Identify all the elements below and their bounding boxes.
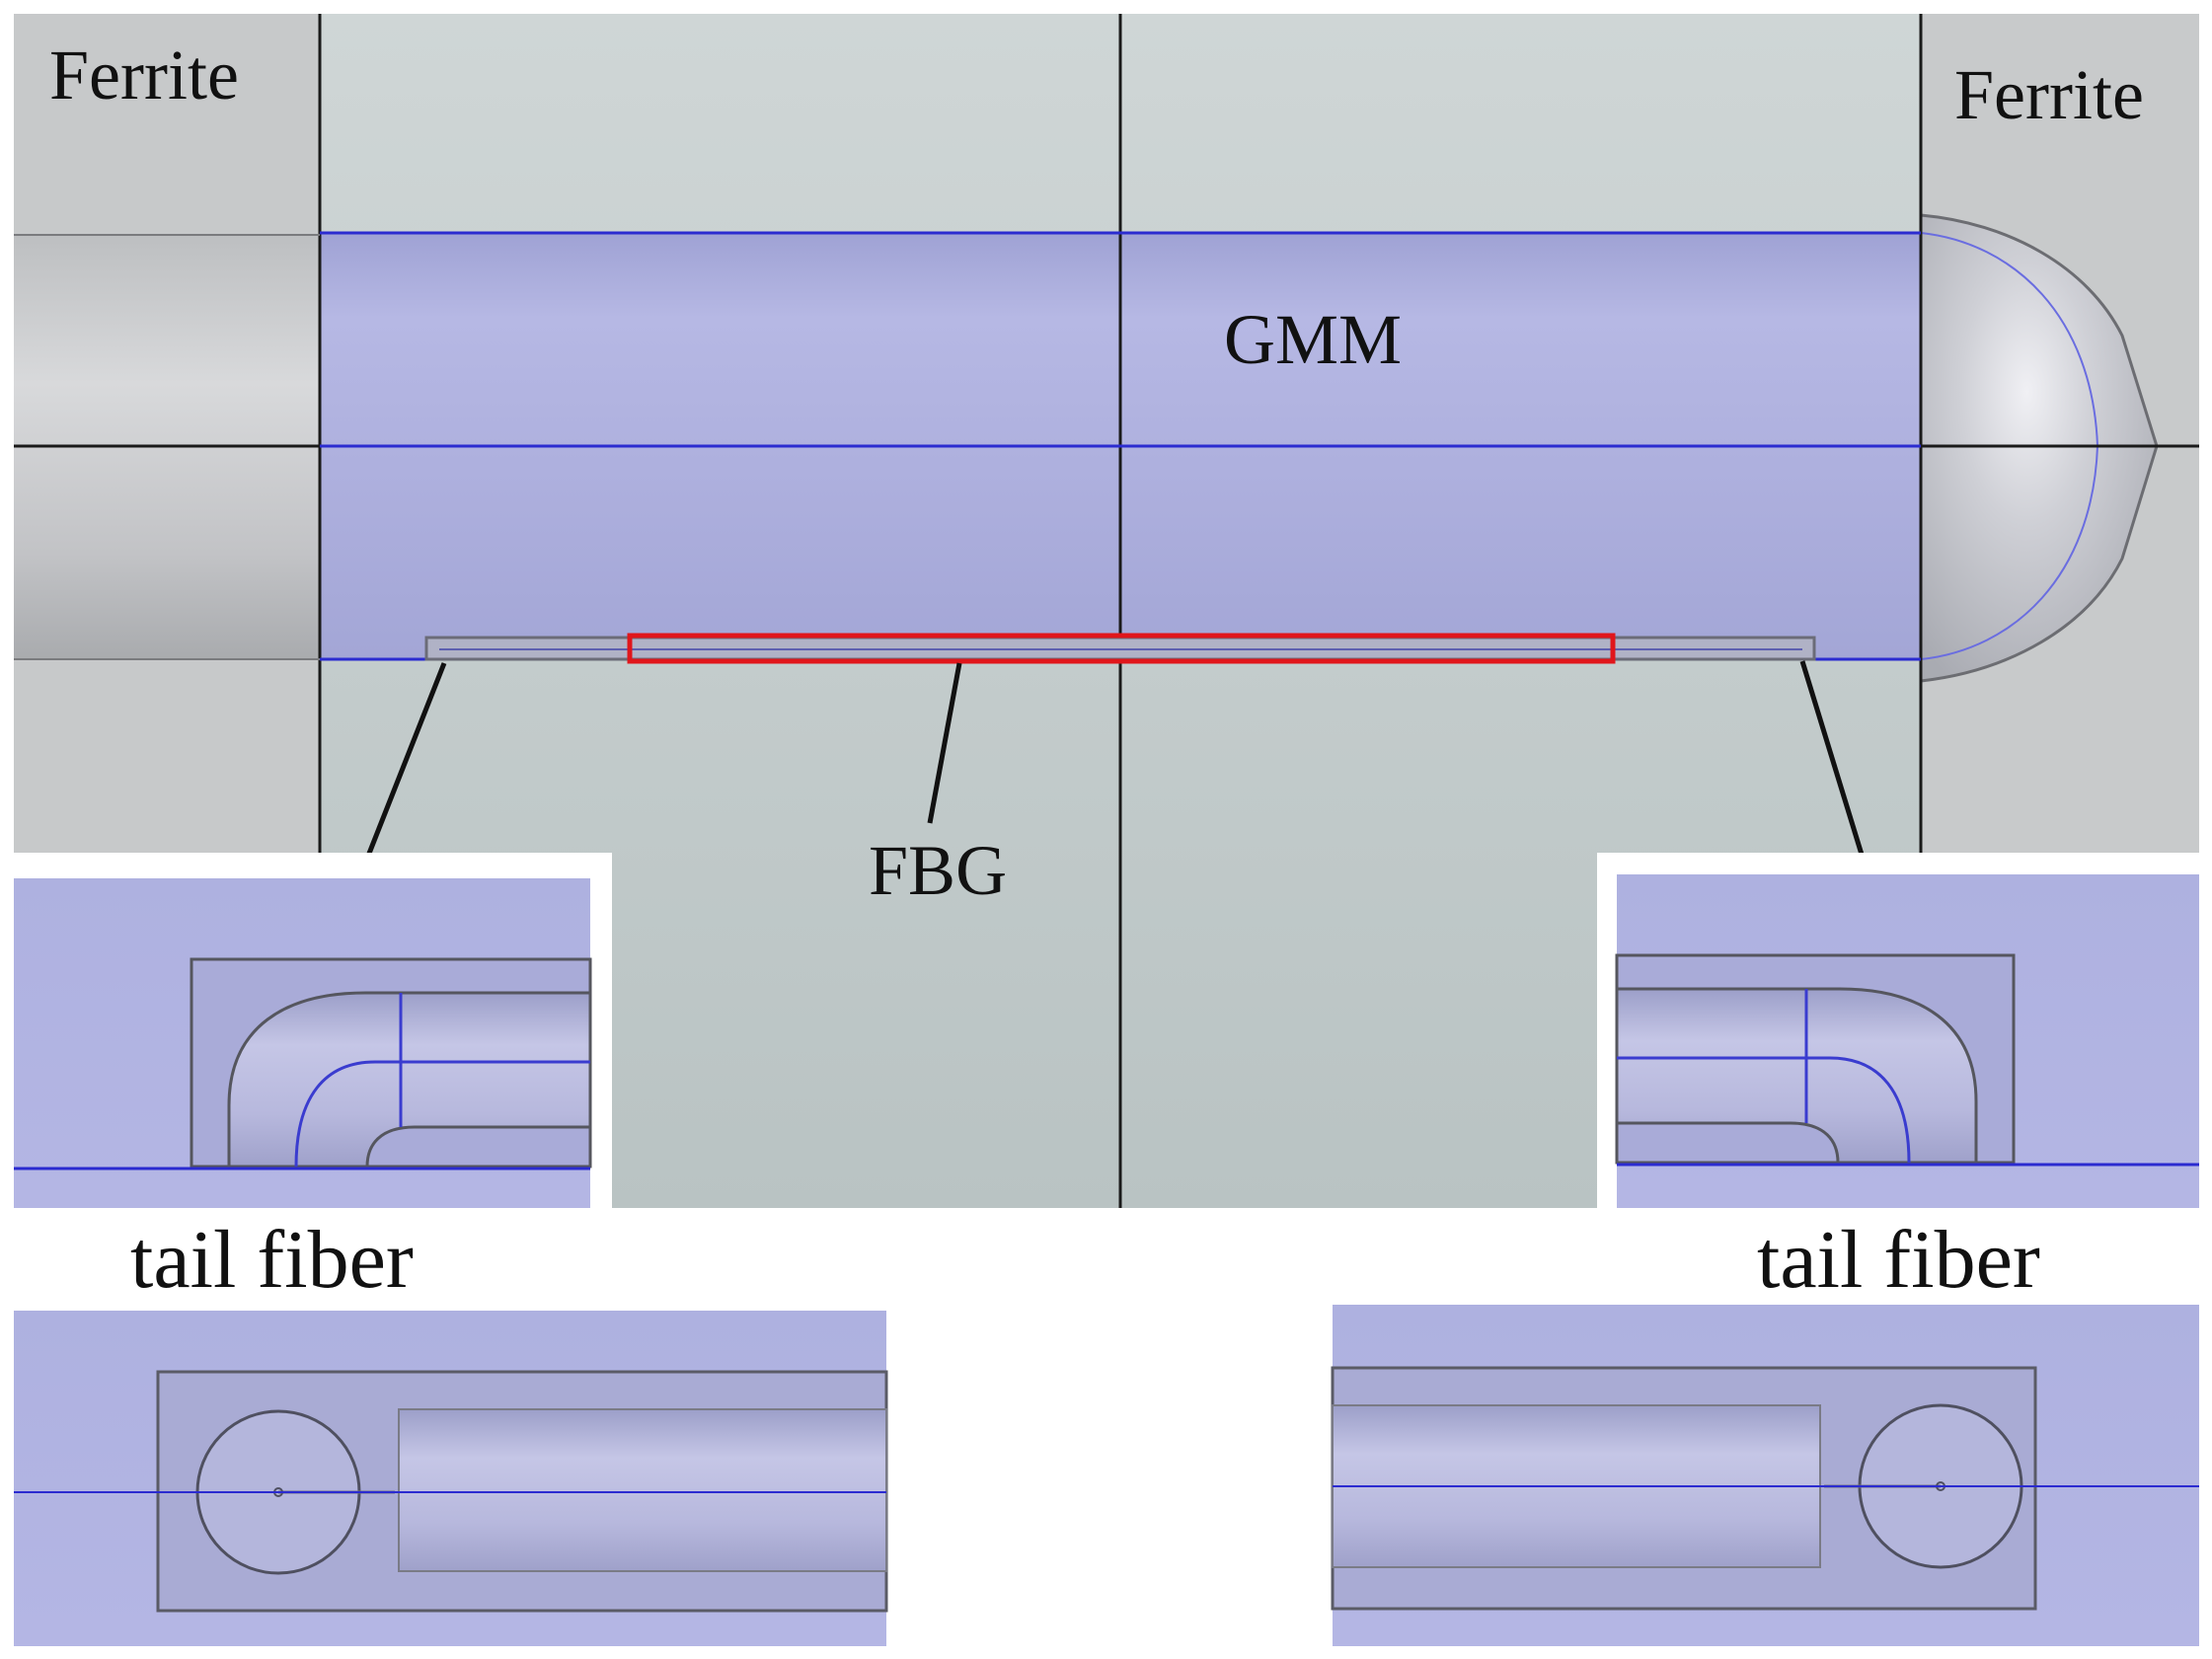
model-view: Ferrite Ferrite GMM FBG bbox=[14, 14, 2199, 1208]
inset-left-tube bbox=[227, 991, 592, 1169]
fbg-highlight-box bbox=[627, 633, 1616, 664]
inset-right-tube bbox=[1615, 987, 1978, 1165]
label-gmm: GMM bbox=[1224, 300, 1402, 379]
gmm-end-cap bbox=[1919, 213, 2159, 683]
inset-right-tube-core bbox=[1617, 1056, 1911, 1164]
leader-fbg bbox=[927, 662, 962, 824]
inset-left-bend bbox=[0, 853, 612, 1213]
inset-right-bend bbox=[1597, 853, 2212, 1213]
label-tail-fiber-left: tail fiber bbox=[130, 1214, 414, 1306]
label-ferrite-left: Ferrite bbox=[49, 36, 239, 114]
label-tail-fiber-right: tail fiber bbox=[1757, 1214, 2040, 1306]
cross-section-left bbox=[14, 1311, 888, 1646]
cross-left-tube bbox=[398, 1408, 887, 1572]
cross-section-right bbox=[1331, 1305, 2199, 1646]
inset-left-tube-core bbox=[294, 1060, 590, 1168]
label-ferrite-right: Ferrite bbox=[1954, 55, 2144, 134]
label-fbg: FBG bbox=[869, 831, 1007, 910]
